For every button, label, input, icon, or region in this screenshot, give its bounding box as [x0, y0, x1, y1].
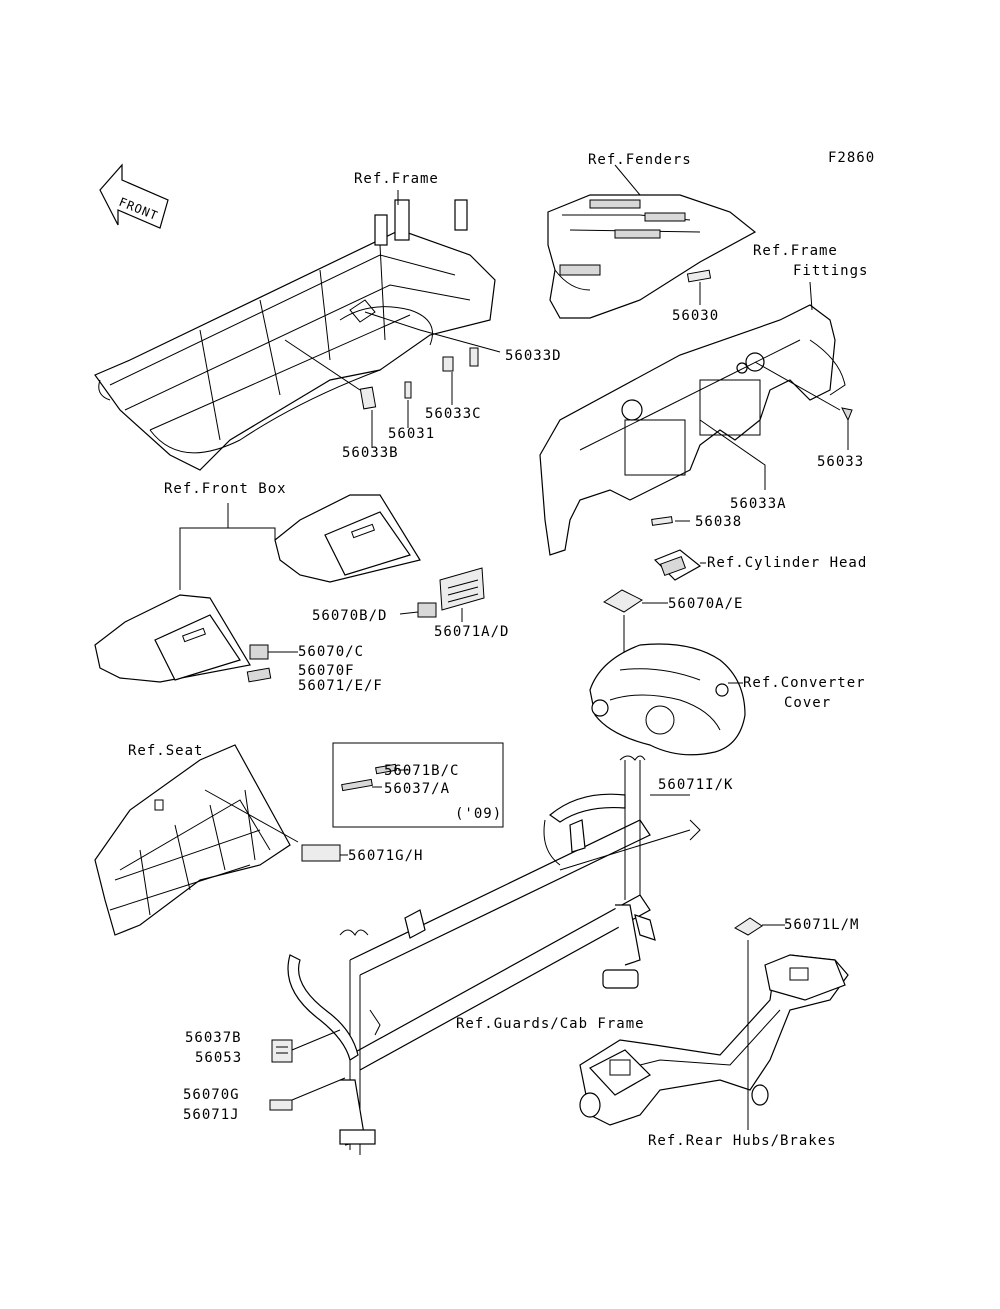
label-56033D-piece: [469, 347, 479, 367]
front-box-lower-illustration: [94, 594, 251, 683]
label-56037B-piece: [271, 1039, 293, 1063]
ref-cylinder-head: Ref.Cylinder Head: [707, 555, 867, 571]
figure-code: F2860: [828, 150, 875, 166]
ref-frame: Ref.Frame: [354, 171, 439, 187]
part-56053: 56053: [195, 1050, 242, 1066]
ref-frame-fittings-line2: Fittings: [793, 263, 868, 279]
label-56070BD-piece: [417, 602, 437, 618]
cab-frame-illustration: [287, 755, 656, 1155]
part-56033B: 56033B: [342, 445, 399, 461]
part-56070G: 56070G: [183, 1087, 240, 1103]
part-56037A: 56037/A: [384, 781, 450, 797]
label-56071BC-piece: [375, 763, 397, 775]
part-56037B: 56037B: [185, 1030, 242, 1046]
ref-seat: Ref.Seat: [128, 743, 203, 759]
ref-front-box: Ref.Front Box: [164, 481, 287, 497]
label-56038-piece: [651, 516, 673, 526]
seat-illustration: [94, 744, 291, 936]
part-56031: 56031: [388, 426, 435, 442]
converter-cover-illustration: [589, 643, 746, 756]
label-56071LM-piece: [734, 917, 763, 936]
part-56038: 56038: [695, 514, 742, 530]
front-arrow-icon: FRONT: [99, 163, 169, 229]
label-56037A-piece: [341, 778, 373, 792]
ref-converter-line1: Ref.Converter: [743, 675, 866, 691]
part-56070AE: 56070A/E: [668, 596, 743, 612]
ref-guards-cab-frame: Ref.Guards/Cab Frame: [456, 1016, 645, 1032]
inset-09-box: [332, 742, 504, 828]
label-56030-piece: [686, 269, 712, 283]
ref-converter-line2: Cover: [784, 695, 831, 711]
ref-frame-fittings-line1: Ref.Frame: [753, 243, 838, 259]
ref-fenders: Ref.Fenders: [588, 152, 692, 168]
part-56033D: 56033D: [505, 348, 562, 364]
label-56071EF-piece: [246, 667, 272, 683]
label-56070AE-piece: [603, 589, 643, 613]
label-56033B-piece: [359, 386, 377, 410]
rear-hubs-illustration: [579, 954, 849, 1126]
part-56071AD: 56071A/D: [434, 624, 509, 640]
part-56070BD: 56070B/D: [312, 608, 387, 624]
part-56071BC: 56071B/C: [384, 763, 459, 779]
part-56071EF: 56071/E/F: [298, 678, 383, 694]
part-56071LM: 56071L/M: [784, 917, 859, 933]
part-56033A: 56033A: [730, 496, 787, 512]
label-56071GH-piece: [301, 844, 341, 862]
year-09: ('09): [455, 806, 502, 822]
label-56033-piece: [841, 407, 853, 422]
label-56070G-piece: [269, 1099, 293, 1111]
frame-fittings-illustration: [539, 304, 846, 556]
part-56070C: 56070/C: [298, 644, 364, 660]
label-56031-piece: [404, 381, 412, 399]
label-56070C-piece: [249, 644, 269, 660]
label-56071AD-piece: [439, 567, 485, 611]
label-56033C-piece: [442, 356, 454, 372]
part-56070F: 56070F: [298, 663, 355, 679]
part-56030: 56030: [672, 308, 719, 324]
frame-illustration: [94, 199, 496, 471]
part-56071J: 56071J: [183, 1107, 240, 1123]
front-box-upper-illustration: [274, 494, 421, 583]
fenders-illustration: [547, 194, 757, 319]
ref-rear-hubs-brakes: Ref.Rear Hubs/Brakes: [648, 1133, 837, 1149]
part-56071IK: 56071I/K: [658, 777, 733, 793]
part-56033: 56033: [817, 454, 864, 470]
part-56033C: 56033C: [425, 406, 482, 422]
part-56071GH: 56071G/H: [348, 848, 423, 864]
